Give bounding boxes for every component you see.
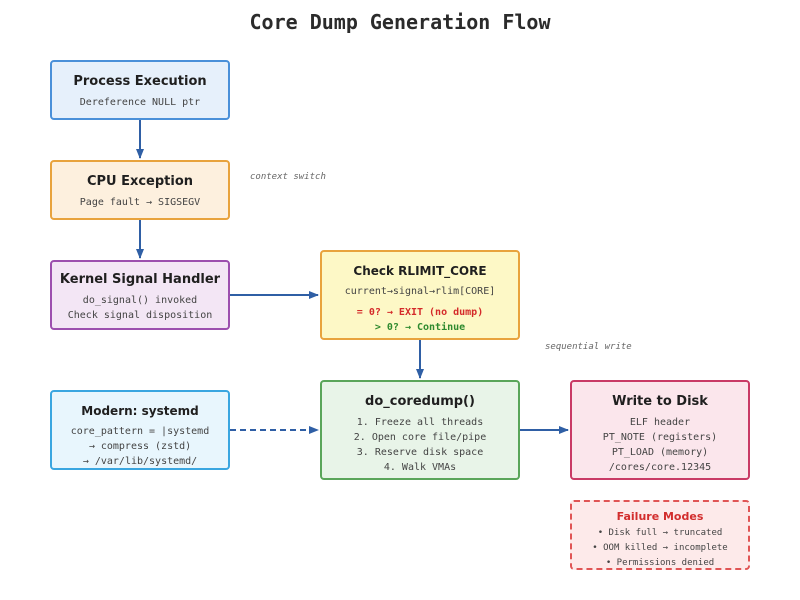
node-check-rlimit-core: Check RLIMIT_CORE current→signal→rlim[CO… bbox=[320, 250, 520, 340]
failure-item: • Permissions denied bbox=[605, 558, 715, 568]
node-detail: Page fault → SIGSEGV bbox=[79, 197, 201, 208]
annotation-sequential-write: sequential write bbox=[545, 342, 632, 352]
node-cpu-exception: CPU Exception Page fault → SIGSEGV bbox=[50, 160, 230, 220]
annotation-context-switch: context switch bbox=[250, 172, 326, 182]
node-detail: PT_NOTE (registers) bbox=[602, 432, 718, 443]
node-detail: current→signal→rlim[CORE] bbox=[344, 286, 496, 297]
node-branch-exit: = 0? → EXIT (no dump) bbox=[356, 307, 484, 318]
node-title: Kernel Signal Handler bbox=[59, 272, 221, 287]
node-step: 1. Freeze all threads bbox=[356, 417, 484, 428]
node-detail: → compress (zstd) bbox=[88, 441, 192, 452]
node-detail: → /var/lib/systemd/ bbox=[82, 456, 198, 467]
node-branch-continue: > 0? → Continue bbox=[374, 322, 466, 333]
failure-item: • OOM killed → incomplete bbox=[592, 543, 728, 553]
diagram-title: Core Dump Generation Flow bbox=[249, 10, 551, 34]
node-kernel-signal-handler: Kernel Signal Handler do_signal() invoke… bbox=[50, 260, 230, 330]
node-detail: Check signal disposition bbox=[67, 310, 213, 321]
node-detail: ELF header bbox=[629, 417, 691, 428]
node-title: Check RLIMIT_CORE bbox=[353, 264, 487, 278]
node-write-to-disk: Write to Disk ELF header PT_NOTE (regist… bbox=[570, 380, 750, 480]
node-title: CPU Exception bbox=[86, 174, 194, 189]
node-do-coredump: do_coredump() 1. Freeze all threads 2. O… bbox=[320, 380, 520, 480]
node-title: do_coredump() bbox=[365, 394, 475, 409]
node-title: Write to Disk bbox=[612, 394, 708, 409]
node-detail: Dereference NULL ptr bbox=[79, 97, 201, 108]
node-detail: do_signal() invoked bbox=[82, 295, 198, 306]
node-detail: /cores/core.12345 bbox=[608, 462, 712, 473]
node-title: Failure Modes bbox=[616, 510, 704, 523]
node-step: 2. Open core file/pipe bbox=[353, 432, 487, 443]
node-step: 3. Reserve disk space bbox=[356, 447, 484, 458]
node-step: 4. Walk VMAs bbox=[383, 462, 457, 473]
failure-item: • Disk full → truncated bbox=[597, 528, 723, 538]
node-detail: core_pattern = |systemd bbox=[70, 426, 210, 437]
node-process-execution: Process Execution Dereference NULL ptr bbox=[50, 60, 230, 120]
node-failure-modes: Failure Modes • Disk full → truncated • … bbox=[570, 500, 750, 570]
node-modern-systemd: Modern: systemd core_pattern = |systemd … bbox=[50, 390, 230, 470]
node-title: Process Execution bbox=[73, 74, 207, 89]
node-title: Modern: systemd bbox=[81, 404, 199, 418]
node-detail: PT_LOAD (memory) bbox=[611, 447, 709, 458]
